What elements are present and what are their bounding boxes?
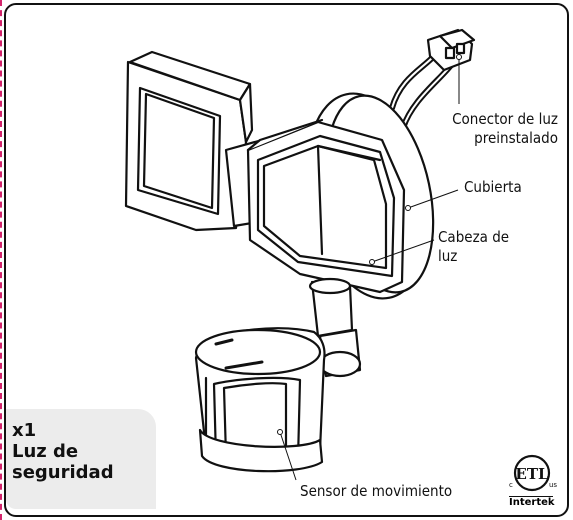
etl-mark-text: ETL — [515, 465, 549, 483]
head-label: Cabeza de luz — [438, 228, 509, 266]
leader-dots — [277, 54, 462, 435]
etl-us-mark: us — [549, 481, 557, 489]
head-label-line2: luz — [438, 247, 458, 265]
motion-sensor — [194, 327, 326, 473]
connector-label-line1: Conector de luz — [452, 110, 558, 128]
head-label-line1: Cabeza de — [438, 228, 510, 246]
quantity-text: x1 Luz de seguridad — [12, 420, 114, 483]
quantity-panel — [6, 409, 156, 509]
leader-lines — [279, 57, 460, 481]
cover-label: Cubierta — [464, 178, 522, 196]
item-name-line2: seguridad — [12, 462, 114, 483]
right-lamp-head — [246, 118, 406, 294]
connector-label: Conector de luz preinstalado — [388, 110, 558, 148]
intertek-brand: Intertek — [509, 496, 555, 508]
sensor-label: Sensor de movimiento — [300, 482, 453, 500]
connector-plug — [426, 28, 476, 72]
left-lamp-head — [124, 50, 254, 232]
etl-c-mark: c — [509, 481, 513, 489]
item-name-line1: Luz de — [12, 441, 79, 462]
connector-label-line2: preinstalado — [474, 129, 558, 147]
quantity-count: x1 — [12, 420, 37, 441]
etl-certification-icon: ETL c us — [509, 454, 557, 492]
cut-line — [0, 0, 2, 520]
